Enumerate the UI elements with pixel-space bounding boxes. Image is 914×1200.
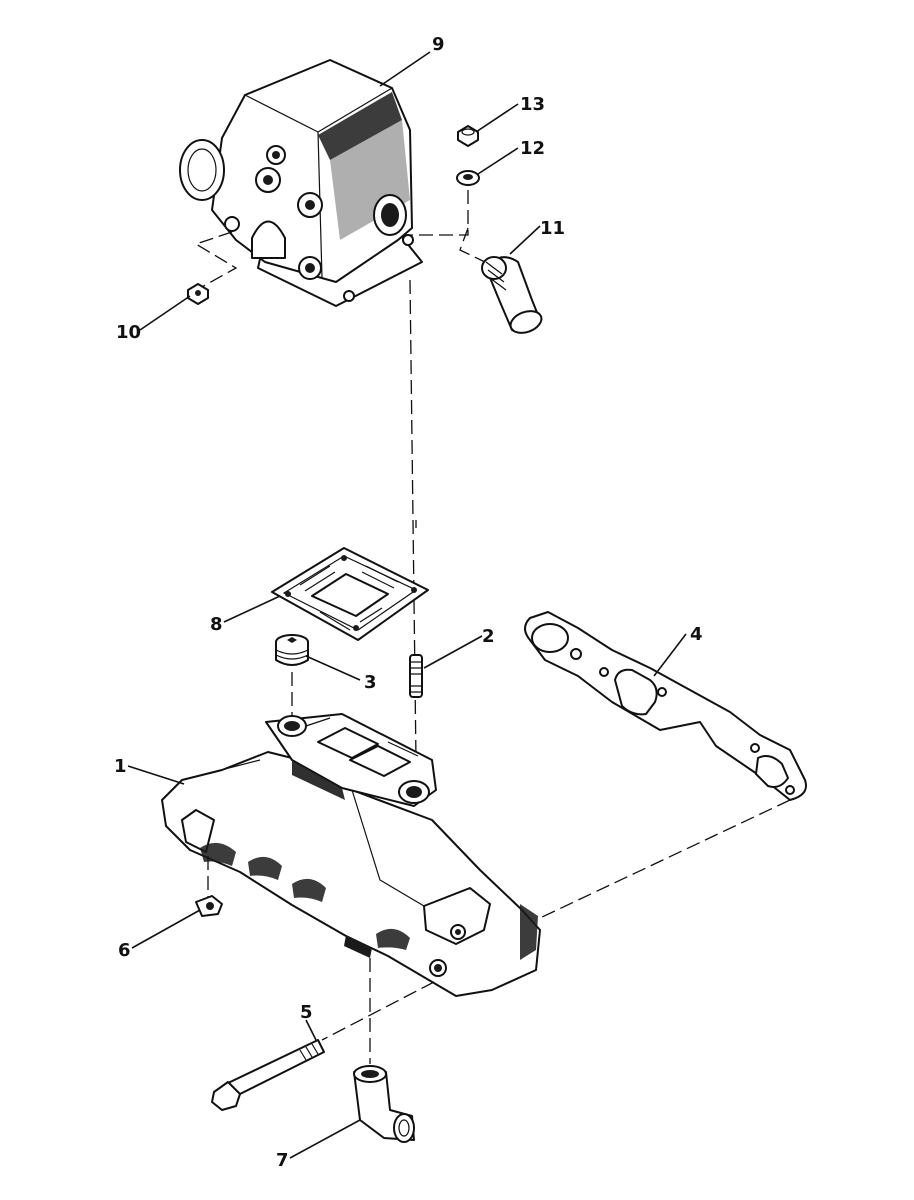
callout-1: 1: [114, 756, 127, 777]
part-8-gasket: [271, 547, 429, 641]
callout-13: 13: [520, 94, 545, 115]
callout-6: 6: [118, 940, 131, 961]
part-13-nut: [457, 125, 479, 147]
callout-2: 2: [482, 626, 495, 647]
callout-12: 12: [520, 138, 545, 159]
part-12-washer: [456, 170, 480, 186]
callout-3: 3: [364, 672, 377, 693]
callout-8: 8: [210, 614, 223, 635]
leader-lines: [127, 51, 687, 1159]
callout-4: 4: [690, 624, 703, 645]
part-1-exhaust-manifold: [161, 713, 541, 997]
part-10-nut: [187, 231, 238, 305]
callout-11: 11: [540, 218, 565, 239]
part-3-plug: [275, 634, 309, 666]
part-2-stud: [409, 654, 423, 698]
part-6-fitting: [195, 856, 223, 917]
part-9-exhaust-elbow: [179, 59, 423, 307]
callout-5: 5: [300, 1002, 313, 1023]
part-11-hose-elbow: [481, 256, 543, 334]
callout-9: 9: [432, 34, 445, 55]
part-5-bolt: [211, 981, 435, 1111]
part-4-manifold-gasket: [524, 611, 807, 801]
callout-10: 10: [116, 322, 141, 343]
callout-7: 7: [276, 1150, 289, 1171]
part-7-elbow-fitting: [353, 958, 415, 1143]
